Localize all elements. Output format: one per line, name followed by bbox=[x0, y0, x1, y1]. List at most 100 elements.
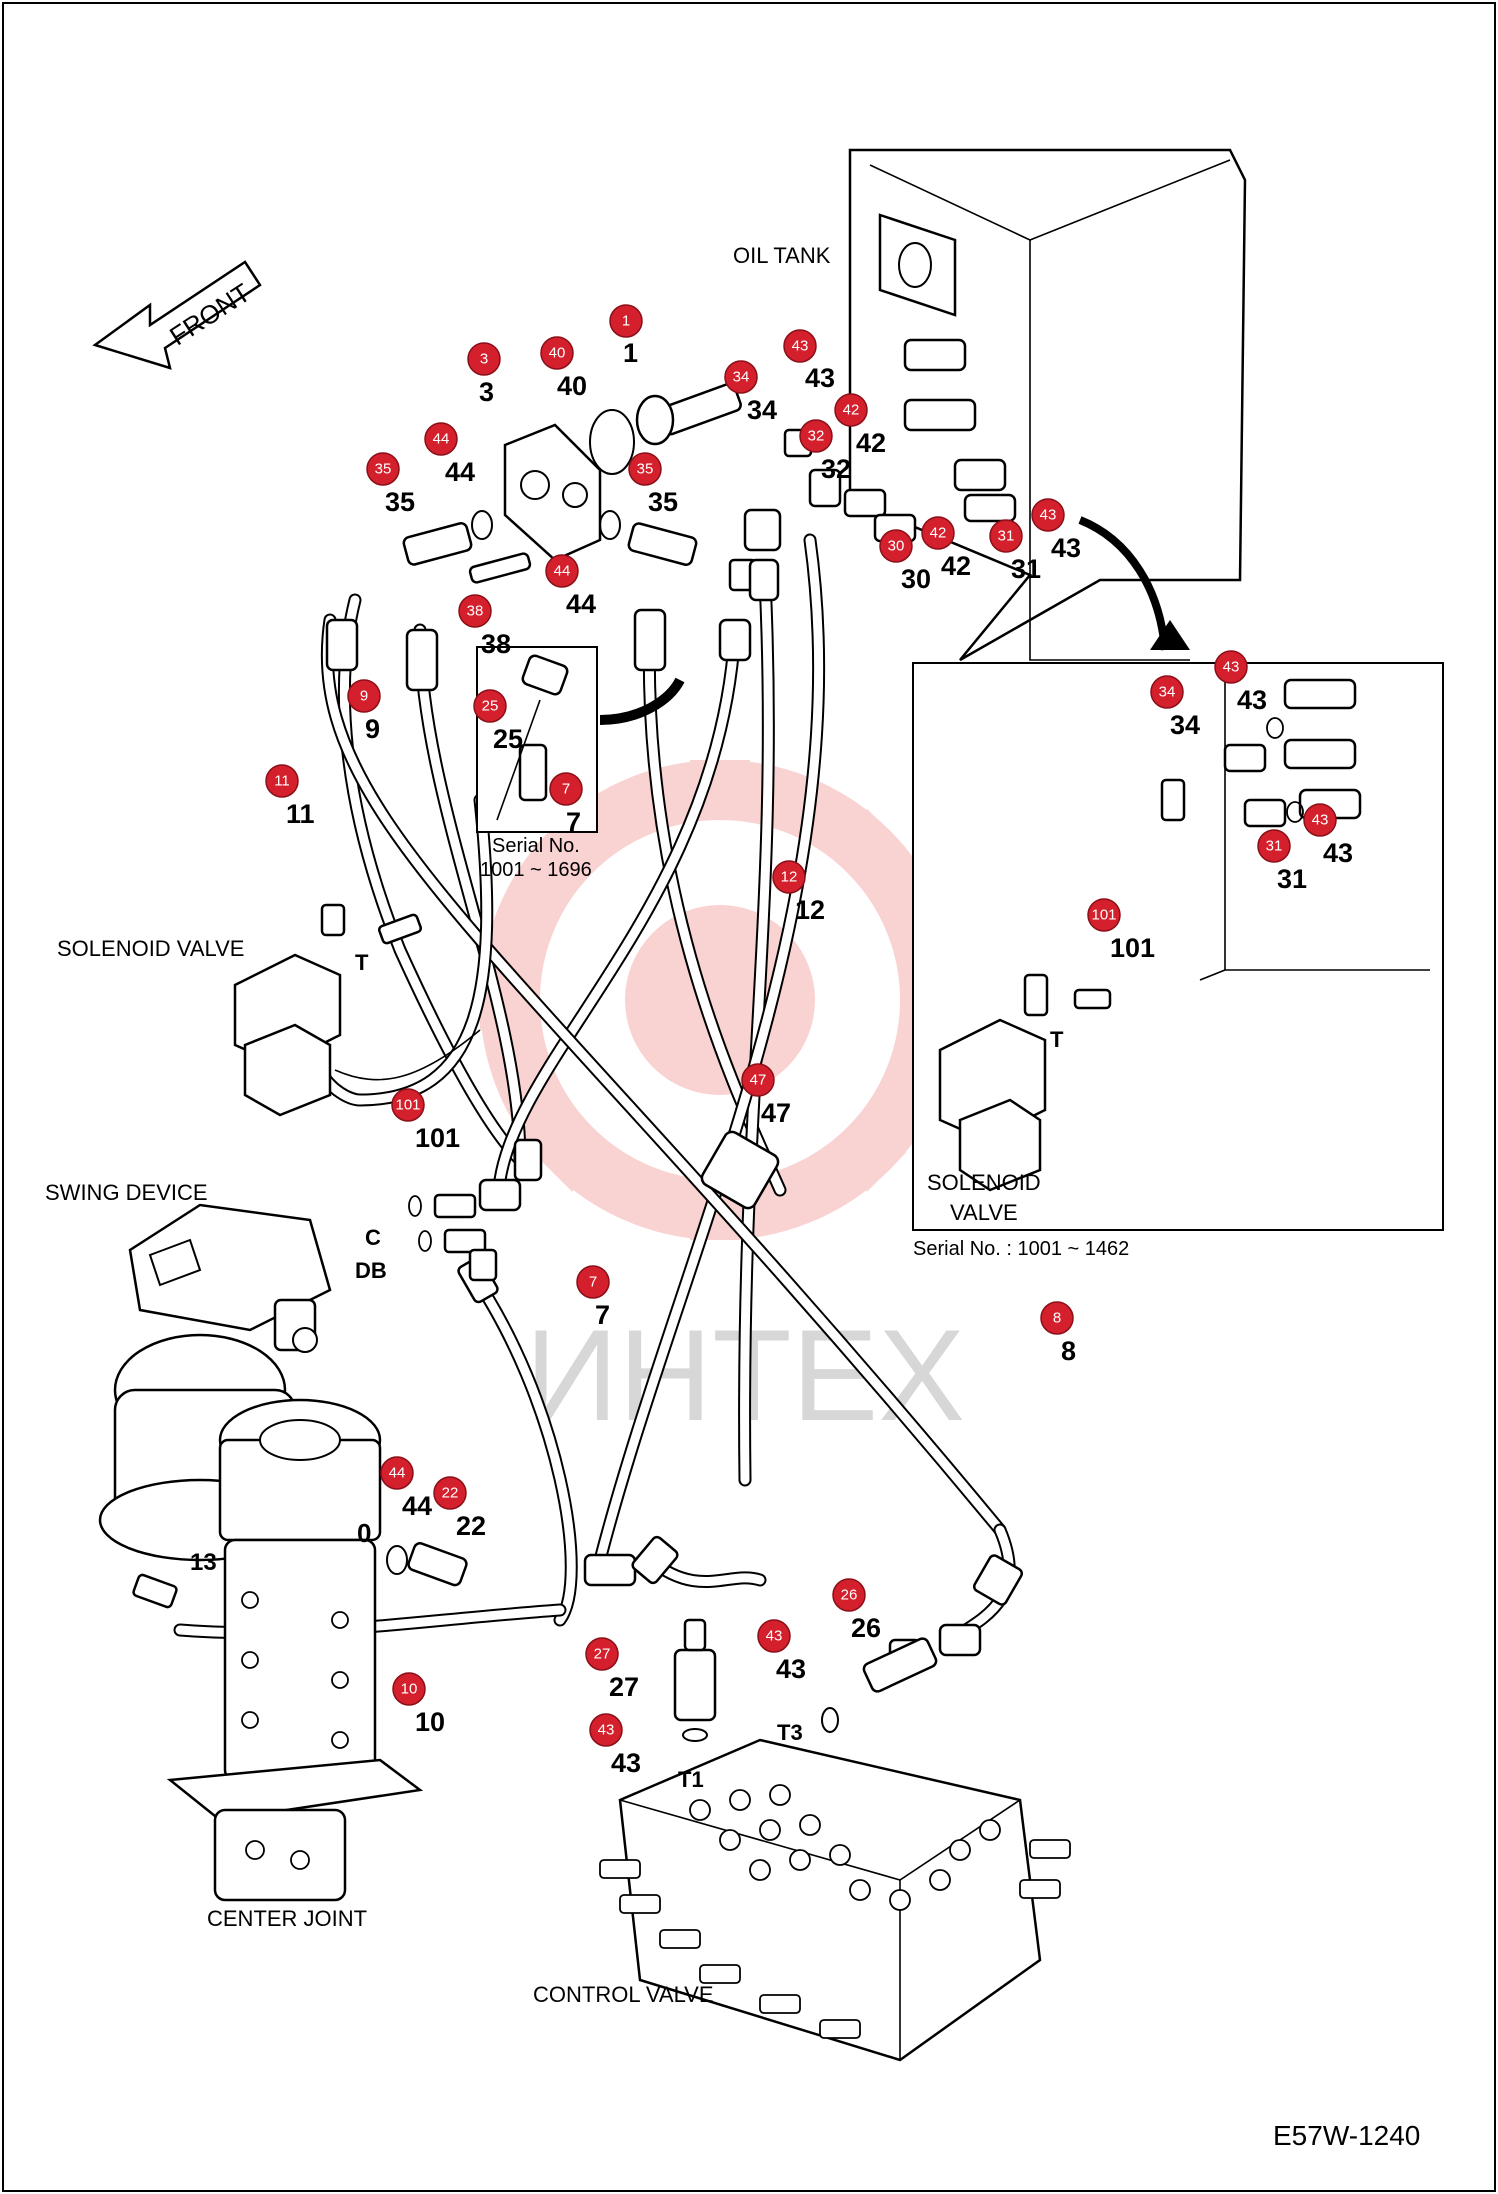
tank-fittings bbox=[783, 338, 1017, 543]
control-valve-label: CONTROL VALVE bbox=[533, 1982, 714, 2007]
serial-main-line2: 1001 ~ 1696 bbox=[480, 859, 592, 881]
callout-c7a: 77 bbox=[549, 772, 583, 837]
callout-part-number: 7 bbox=[595, 1300, 610, 1330]
callout-badge-number: 101 bbox=[1091, 907, 1116, 924]
callout-badge bbox=[473, 689, 507, 723]
callout-part-number: 1 bbox=[623, 338, 638, 368]
callout-badge-number: 43 bbox=[1223, 659, 1240, 676]
suction-pipe bbox=[589, 382, 742, 475]
callout-badge-number: 101 bbox=[395, 1097, 420, 1114]
drawing-code: E57W-1240 bbox=[1273, 2120, 1420, 2151]
callout-badge bbox=[609, 304, 643, 338]
callout-c35b: 35 35 bbox=[628, 452, 678, 517]
callout-part-number: 22 bbox=[456, 1511, 486, 1541]
callout-badge-number: 9 bbox=[360, 688, 368, 705]
callout-badge bbox=[772, 860, 806, 894]
callout-badge-number: 22 bbox=[442, 1485, 459, 1502]
check-valve bbox=[673, 1618, 717, 1742]
callout-badge-number: 1 bbox=[622, 313, 630, 330]
swing-fittings bbox=[386, 1193, 498, 1587]
callout-badge bbox=[628, 452, 662, 486]
callout-badge bbox=[458, 594, 492, 628]
callout-badge bbox=[545, 554, 579, 588]
callout-badge bbox=[576, 1265, 610, 1299]
callout-badge-number: 47 bbox=[750, 1072, 767, 1089]
callout-c8: 88 bbox=[1040, 1301, 1076, 1366]
callout-badge-number: 34 bbox=[1159, 684, 1176, 701]
callout-c32: 32 32 bbox=[799, 419, 851, 484]
callout-part-number: 11 bbox=[286, 799, 315, 829]
callout-part-number: 40 bbox=[557, 371, 587, 401]
callout-badge bbox=[424, 422, 458, 456]
serial-inset-label: Serial No. : 1001 ~ 1462 bbox=[913, 1238, 1129, 1260]
callout-badge-number: 35 bbox=[637, 461, 654, 478]
callout-part-number: 26 bbox=[851, 1613, 881, 1643]
callout-badge bbox=[589, 1713, 623, 1747]
center-joint-label: CENTER JOINT bbox=[207, 1906, 367, 1931]
callout-badge-number: 34 bbox=[733, 369, 750, 386]
callout-c3: 33 bbox=[467, 342, 501, 407]
callout-badge-number: 12 bbox=[781, 869, 798, 886]
port-t-label: T bbox=[355, 950, 369, 975]
callout-badge-number: 10 bbox=[401, 1681, 418, 1698]
callout-c43e: 43 43 bbox=[1214, 650, 1267, 715]
manifold-block bbox=[468, 423, 621, 584]
callout-part-number: 43 bbox=[805, 363, 835, 393]
callout-c1: 11 bbox=[609, 304, 643, 368]
callout-badge-number: 26 bbox=[841, 1587, 858, 1604]
port-db-label: DB bbox=[355, 1258, 387, 1283]
callout-badge bbox=[265, 764, 299, 798]
callout-badge-number: 44 bbox=[389, 1465, 406, 1482]
port-t-inset-label: T bbox=[1050, 1027, 1064, 1052]
callout-badge bbox=[585, 1637, 619, 1671]
callout-badge-number: 32 bbox=[808, 428, 825, 445]
callout-c43f: 43 43 bbox=[1303, 803, 1353, 868]
callout-part-number: 43 bbox=[1237, 685, 1267, 715]
callout-badge-number: 43 bbox=[1312, 812, 1329, 829]
callout-badge bbox=[392, 1672, 426, 1706]
inset-box bbox=[912, 516, 1444, 1231]
callout-badge-number: 3 bbox=[480, 351, 488, 368]
callout-badge bbox=[380, 1456, 414, 1490]
callout-badge-number: 43 bbox=[598, 1722, 615, 1739]
callout-badge bbox=[366, 452, 400, 486]
callout-badge bbox=[989, 519, 1023, 553]
port-t1-label: T1 bbox=[678, 1767, 704, 1792]
callout-badge bbox=[1303, 803, 1337, 837]
callout-part-number: 42 bbox=[856, 428, 886, 458]
callout-part-number: 31 bbox=[1277, 864, 1307, 894]
callout-part-number: 35 bbox=[648, 487, 678, 517]
callout-part-number: 34 bbox=[1170, 710, 1200, 740]
callout-part-number: 44 bbox=[402, 1491, 432, 1521]
callout-part-number: 44 bbox=[566, 589, 596, 619]
callout-part-number: 25 bbox=[493, 724, 523, 754]
callout-badge bbox=[1031, 498, 1065, 532]
callout-badge bbox=[1150, 675, 1184, 709]
callout-badge bbox=[921, 516, 955, 550]
oil-tank-label: OIL TANK bbox=[733, 243, 831, 268]
callout-part-number: 10 bbox=[415, 1707, 445, 1737]
callout-badge-number: 38 bbox=[467, 603, 484, 620]
callout-badge bbox=[834, 393, 868, 427]
callout-part-number: 32 bbox=[821, 454, 851, 484]
solenoid-valve-main bbox=[233, 903, 481, 1117]
callout-badge-number: 7 bbox=[589, 1274, 597, 1291]
callout-badge bbox=[757, 1619, 791, 1653]
callout-part-number: 43 bbox=[1323, 838, 1353, 868]
